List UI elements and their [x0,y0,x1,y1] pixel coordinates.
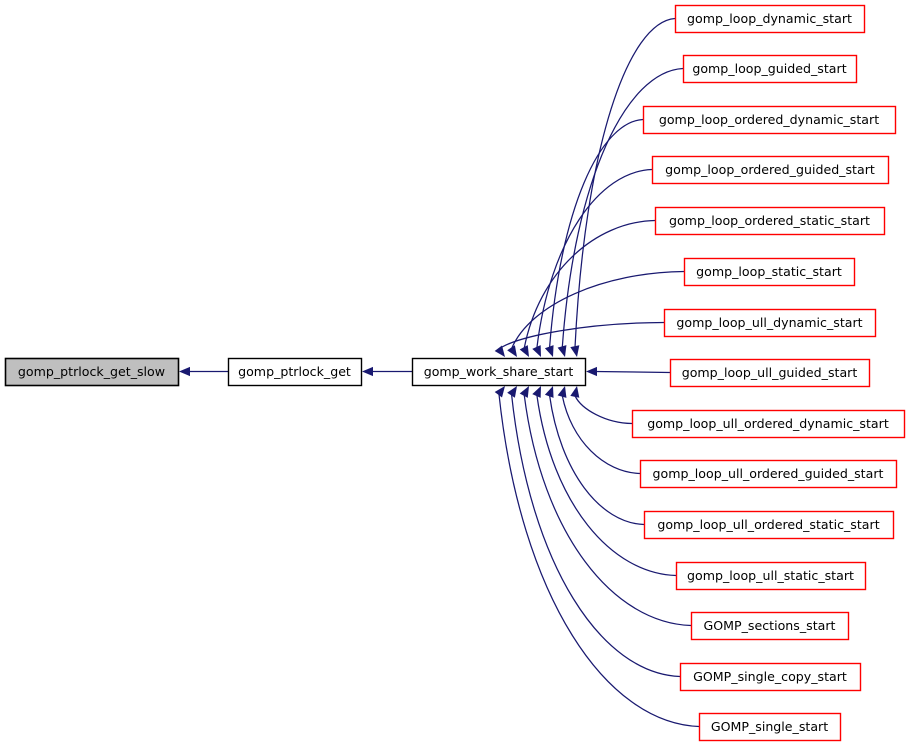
edge-GOMP_sections_start-to-gomp_work_share_start [523,394,692,627]
node-box-gomp_loop_ordered_guided_start[interactable] [651,155,890,185]
edge-gomp_loop_ull_dynamic_start-to-gomp_work_share_start-head [494,345,505,357]
node-label-gomp_loop_ordered_dynamic_start: gomp_loop_ordered_dynamic_start [659,112,879,127]
node-box-gomp_loop_ordered_dynamic_start[interactable] [642,105,897,135]
edge-GOMP_single_start-to-gomp_work_share_start [498,393,700,728]
edge-gomp_loop_dynamic_start-to-gomp_work_share_start-head [570,345,580,357]
node-label-gomp_loop_dynamic_start: gomp_loop_dynamic_start [687,11,852,26]
node-box-gomp_loop_static_start[interactable] [683,257,856,287]
edge-gomp_loop_ordered_static_start-to-gomp_work_share_start-head [519,345,529,357]
edge-gomp_loop_ordered_dynamic_start-to-gomp_work_share_start [548,118,644,348]
edge-layer [179,17,700,728]
node-box-gomp_loop_dynamic_start[interactable] [674,4,866,34]
node-gomp_loop_ordered_static_start[interactable]: gomp_loop_ordered_static_start [654,206,886,236]
node-label-gomp_work_share_start: gomp_work_share_start [424,364,574,379]
node-gomp_loop_dynamic_start[interactable]: gomp_loop_dynamic_start [674,4,866,34]
edge-gomp_loop_ull_static_start-to-gomp_work_share_start-head [532,386,541,398]
node-label-gomp_loop_ordered_guided_start: gomp_loop_ordered_guided_start [665,162,875,177]
node-gomp_loop_ull_ordered_guided_start[interactable]: gomp_loop_ull_ordered_guided_start [639,459,898,489]
edge-gomp_loop_ordered_static_start-to-gomp_work_share_start [523,219,656,349]
node-gomp_loop_ull_static_start[interactable]: gomp_loop_ull_static_start [675,561,867,591]
node-label-gomp_loop_ull_dynamic_start: gomp_loop_ull_dynamic_start [676,315,862,330]
edge-gomp_loop_ull_static_start-to-gomp_work_share_start [536,395,677,577]
node-box-gomp_loop_guided_start[interactable] [682,54,858,84]
node-box-gomp_loop_ull_ordered_guided_start[interactable] [639,459,898,489]
edge-gomp_loop_guided_start-to-gomp_work_share_start [561,67,684,348]
node-gomp_ptrlock_get[interactable]: gomp_ptrlock_get [227,357,363,387]
node-label-gomp_ptrlock_get_slow: gomp_ptrlock_get_slow [18,364,165,379]
edge-gomp_loop_ull_ordered_dynamic_start-to-gomp_work_share_start [574,395,633,425]
edge-GOMP_sections_start-to-gomp_work_share_start-head [519,386,529,398]
node-box-gomp_loop_ull_dynamic_start[interactable] [663,308,877,338]
node-label-gomp_loop_ull_ordered_static_start: gomp_loop_ull_ordered_static_start [657,517,879,532]
edge-gomp_loop_static_start-to-gomp_work_share_start-head [507,345,517,357]
edge-gomp_ptrlock_get-to-gomp_ptrlock_get_slow-head [179,366,190,377]
edge-gomp_loop_ull_ordered_static_start-to-gomp_work_share_start-head [544,386,554,398]
edge-gomp_loop_dynamic_start-to-gomp_work_share_start [574,17,676,348]
node-GOMP_single_start[interactable]: GOMP_single_start [698,712,842,742]
edge-GOMP_single_copy_start-to-gomp_work_share_start [510,394,681,678]
node-gomp_loop_ull_ordered_dynamic_start[interactable]: gomp_loop_ull_ordered_dynamic_start [631,409,906,439]
edge-gomp_loop_static_start-to-gomp_work_share_start [510,270,685,349]
edge-gomp_work_share_start-to-gomp_ptrlock_get-head [362,366,373,377]
node-gomp_loop_ordered_dynamic_start[interactable]: gomp_loop_ordered_dynamic_start [642,105,897,135]
node-box-gomp_loop_ull_guided_start[interactable] [669,358,871,388]
node-label-gomp_loop_ull_static_start: gomp_loop_ull_static_start [687,568,854,583]
node-label-gomp_loop_ull_guided_start: gomp_loop_ull_guided_start [682,365,858,380]
node-GOMP_single_copy_start[interactable]: GOMP_single_copy_start [679,662,862,692]
node-box-gomp_loop_ull_ordered_dynamic_start[interactable] [631,409,906,439]
edge-gomp_loop_ull_guided_start-to-gomp_work_share_start-head [586,366,597,377]
node-gomp_ptrlock_get_slow[interactable]: gomp_ptrlock_get_slow [4,357,180,387]
node-gomp_loop_guided_start[interactable]: gomp_loop_guided_start [682,54,858,84]
node-gomp_loop_ull_guided_start[interactable]: gomp_loop_ull_guided_start [669,358,871,388]
node-label-gomp_ptrlock_get: gomp_ptrlock_get [238,364,351,379]
node-box-gomp_loop_ull_static_start[interactable] [675,561,867,591]
node-gomp_loop_ull_dynamic_start[interactable]: gomp_loop_ull_dynamic_start [663,308,877,338]
edge-gomp_loop_ull_dynamic_start-to-gomp_work_share_start [498,321,665,350]
edge-gomp_loop_ull_ordered_guided_start-to-gomp_work_share_start-head [557,386,567,398]
node-box-gomp_loop_ordered_static_start[interactable] [654,206,886,236]
edge-gomp_loop_ordered_guided_start-to-gomp_work_share_start-head [532,345,541,357]
node-box-GOMP_single_copy_start[interactable] [679,662,862,692]
edge-gomp_loop_ordered_guided_start-to-gomp_work_share_start [536,168,653,348]
edge-gomp_loop_ordered_dynamic_start-to-gomp_work_share_start-head [544,345,554,357]
node-label-gomp_loop_ull_ordered_dynamic_start: gomp_loop_ull_ordered_dynamic_start [647,416,889,431]
node-box-GOMP_sections_start[interactable] [690,611,850,641]
edge-gomp_loop_ull_ordered_static_start-to-gomp_work_share_start [548,395,645,526]
node-label-GOMP_single_copy_start: GOMP_single_copy_start [693,669,847,684]
node-label-GOMP_sections_start: GOMP_sections_start [704,618,836,633]
node-box-gomp_work_share_start[interactable] [411,357,587,387]
node-label-GOMP_single_start: GOMP_single_start [711,719,828,734]
node-gomp_work_share_start[interactable]: gomp_work_share_start [411,357,587,387]
node-label-gomp_loop_guided_start: gomp_loop_guided_start [692,61,846,76]
node-box-gomp_ptrlock_get[interactable] [227,357,363,387]
node-label-gomp_loop_ordered_static_start: gomp_loop_ordered_static_start [669,213,870,228]
edge-GOMP_single_start-to-gomp_work_share_start-head [494,386,505,398]
edge-gomp_loop_ull_guided_start-to-gomp_work_share_start [594,370,671,374]
node-box-GOMP_single_start[interactable] [698,712,842,742]
edge-gomp_loop_guided_start-to-gomp_work_share_start-head [557,345,567,357]
node-gomp_loop_ordered_guided_start[interactable]: gomp_loop_ordered_guided_start [651,155,890,185]
node-box-gomp_loop_ull_ordered_static_start[interactable] [643,510,895,540]
node-label-gomp_loop_ull_ordered_guided_start: gomp_loop_ull_ordered_guided_start [653,466,884,481]
edge-gomp_loop_ull_ordered_dynamic_start-to-gomp_work_share_start-head [570,386,580,398]
edge-gomp_loop_ull_ordered_guided_start-to-gomp_work_share_start [561,395,641,475]
edge-GOMP_single_copy_start-to-gomp_work_share_start-head [507,386,517,398]
node-gomp_loop_ull_ordered_static_start[interactable]: gomp_loop_ull_ordered_static_start [643,510,895,540]
node-box-gomp_ptrlock_get_slow[interactable] [4,357,180,387]
node-gomp_loop_static_start[interactable]: gomp_loop_static_start [683,257,856,287]
node-label-gomp_loop_static_start: gomp_loop_static_start [696,264,842,279]
node-GOMP_sections_start[interactable]: GOMP_sections_start [690,611,850,641]
